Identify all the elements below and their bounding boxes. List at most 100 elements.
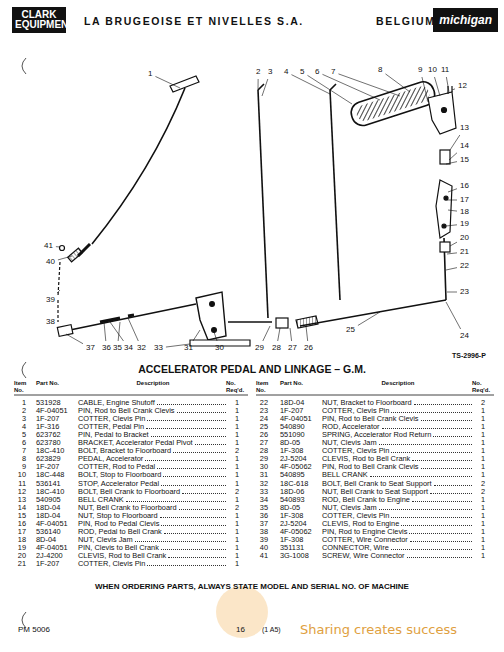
part-description: CLEVIS, Rod to Bell Crank bbox=[322, 455, 410, 463]
item-number: 33 bbox=[254, 488, 268, 496]
part-description: ROD, Accelerator bbox=[322, 423, 380, 431]
dot-leader bbox=[179, 509, 226, 510]
item-number: 39 bbox=[254, 536, 268, 544]
dot-leader bbox=[379, 444, 472, 445]
item-number: 16 bbox=[12, 520, 26, 528]
leader-line bbox=[104, 322, 106, 341]
item-number: 27 bbox=[254, 439, 268, 447]
item-number: 23 bbox=[254, 407, 268, 415]
callout-number: 34 bbox=[124, 344, 133, 352]
leader-line bbox=[290, 328, 292, 341]
dot-leader bbox=[160, 517, 226, 518]
watermark: Sharing creates success bbox=[300, 623, 457, 636]
callout-number: 20 bbox=[460, 234, 469, 242]
quantity: 2 bbox=[232, 504, 242, 512]
quantity: 1 bbox=[478, 447, 488, 455]
part-description: PIN, Rod to Pedal Clevis bbox=[78, 520, 159, 528]
dot-leader bbox=[430, 493, 472, 494]
column-header: No. Req'd. bbox=[472, 380, 492, 393]
part-description: NUT, Clevis Jam bbox=[322, 504, 377, 512]
quantity: 1 bbox=[232, 480, 242, 488]
part-description: PEDAL, Accelerator bbox=[78, 455, 143, 463]
part-number: 18C-448 bbox=[36, 471, 64, 479]
part-number: 2J-5204 bbox=[280, 455, 307, 463]
description-cell: NUT, Bracket to Floorboard bbox=[322, 399, 474, 407]
description-cell: ROD, Bell Crank to Engine bbox=[322, 496, 474, 504]
callout-number: 5 bbox=[300, 68, 304, 76]
part-description: CLEVIS, Rod to Bell Crank bbox=[78, 552, 166, 560]
column-header: Part No. bbox=[36, 380, 66, 387]
page-number: 16 bbox=[236, 626, 245, 634]
part-description: ROD, Bell Crank to Engine bbox=[322, 496, 410, 504]
callout-number: 26 bbox=[304, 344, 313, 352]
quantity: 1 bbox=[232, 552, 242, 560]
description-cell: BOLT, Stop to Floorboard bbox=[78, 471, 228, 479]
wire-connector bbox=[68, 248, 83, 262]
dot-leader bbox=[434, 485, 472, 486]
part-description: NUT, Clevis Jam bbox=[78, 536, 133, 544]
part-description: PIN, Rod to Engine Clevis bbox=[322, 528, 407, 536]
quantity: 1 bbox=[232, 496, 242, 504]
part-description: CONNECTOR, Wire bbox=[322, 544, 389, 552]
item-number: 32 bbox=[254, 480, 268, 488]
dot-leader bbox=[409, 533, 472, 534]
description-cell: BOLT, Bell Crank to Floorboard bbox=[78, 488, 228, 496]
column-header: Part No. bbox=[280, 380, 310, 387]
accelerator-rod bbox=[330, 90, 340, 300]
dot-leader bbox=[177, 412, 226, 413]
leader-line bbox=[338, 74, 400, 96]
leader-line bbox=[449, 153, 457, 160]
leader-line bbox=[448, 210, 457, 211]
dot-leader bbox=[147, 565, 226, 566]
dot-leader bbox=[163, 476, 226, 477]
part-number: 8D-04 bbox=[36, 536, 56, 544]
leader-line bbox=[446, 302, 461, 329]
part-number: 4F-04051 bbox=[280, 415, 312, 423]
part-description: PIN, Rod to Bell Crank Clevis bbox=[322, 463, 419, 471]
description-cell: NUT, Clevis Jam bbox=[322, 504, 474, 512]
description-cell: PEDAL, Accelerator bbox=[78, 455, 228, 463]
dot-leader bbox=[421, 468, 472, 469]
return-spring bbox=[296, 316, 318, 328]
part-number: 18C-618 bbox=[280, 480, 308, 488]
callout-number: 38 bbox=[46, 318, 55, 326]
quantity: 1 bbox=[232, 471, 242, 479]
part-number: 1F-207 bbox=[36, 415, 59, 423]
item-number: 17 bbox=[12, 528, 26, 536]
header-rule bbox=[256, 395, 494, 396]
part-number: 540895 bbox=[280, 471, 305, 479]
part-number: 623829 bbox=[36, 455, 61, 463]
leader-line bbox=[110, 322, 123, 341]
pedal-bracket bbox=[428, 92, 456, 134]
part-number: 1F-207 bbox=[36, 463, 59, 471]
part-number: 536141 bbox=[36, 480, 61, 488]
callout-number: 31 bbox=[184, 344, 193, 352]
clevis bbox=[440, 242, 450, 252]
description-cell: COTTER, Clevis Pin bbox=[322, 407, 474, 415]
part-number: 4F-04051 bbox=[36, 520, 68, 528]
part-description: ROD, Pedal to Bell Crank bbox=[78, 528, 162, 536]
leader-line bbox=[214, 332, 217, 341]
dash-line bbox=[57, 300, 58, 322]
part-number: 18C-410 bbox=[36, 447, 64, 455]
item-number: 8 bbox=[12, 455, 26, 463]
item-number: 21 bbox=[12, 560, 26, 568]
dot-leader bbox=[407, 557, 472, 558]
item-number: 5 bbox=[12, 431, 26, 439]
callout-number: 35 bbox=[113, 344, 122, 352]
part-description: COTTER, Clevis Pin bbox=[78, 415, 145, 423]
logo-box: CLARK EQUIPMENT bbox=[12, 7, 66, 33]
dot-leader bbox=[151, 436, 226, 437]
description-cell: NUT, Clevis Jam bbox=[78, 536, 228, 544]
item-number: 13 bbox=[12, 496, 26, 504]
description-cell: PIN, Rod to Bell Crank Clevis bbox=[322, 415, 474, 423]
leader-line bbox=[422, 77, 428, 102]
item-number: 31 bbox=[254, 471, 268, 479]
description-cell: PIN, Rod to Engine Clevis bbox=[322, 528, 474, 536]
dot-leader bbox=[391, 549, 472, 550]
dot-leader bbox=[161, 525, 226, 526]
callout-number: 15 bbox=[460, 156, 469, 164]
pedal-stop bbox=[440, 150, 450, 164]
dot-leader bbox=[173, 452, 226, 453]
dot-leader bbox=[135, 541, 226, 542]
